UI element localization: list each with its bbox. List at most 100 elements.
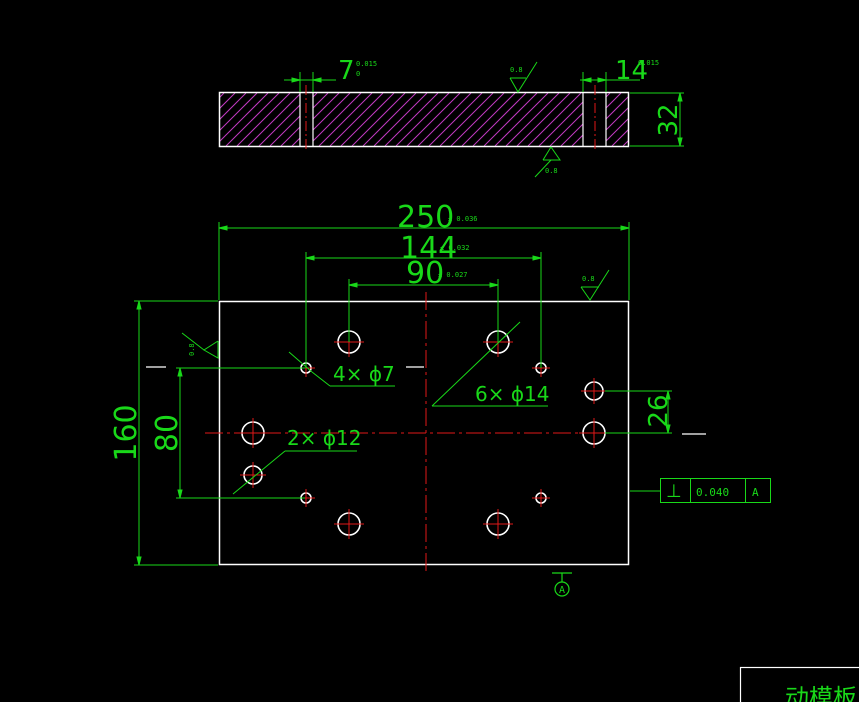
hatch-line bbox=[340, 93, 395, 146]
hatch-line bbox=[253, 93, 306, 146]
hatch-line bbox=[417, 93, 472, 146]
dim-32-value: 32 bbox=[654, 103, 684, 136]
hatch-region bbox=[253, 93, 583, 146]
roughness-side-top-value: 0.8 bbox=[510, 66, 523, 74]
dim-7-tol-upper: 0.015 bbox=[356, 60, 377, 68]
dim-14-value: 14 bbox=[615, 56, 648, 86]
hatch-line bbox=[483, 93, 538, 146]
hole bbox=[334, 509, 364, 539]
hatch-line bbox=[450, 93, 505, 146]
hatch-line bbox=[258, 104, 300, 146]
hatch-line bbox=[318, 93, 373, 146]
hatch-line bbox=[280, 126, 300, 146]
hatch-line bbox=[549, 112, 583, 146]
dim-7-tol-lower: 0 bbox=[356, 70, 360, 78]
hatch-line bbox=[220, 93, 225, 98]
dim-144-value: 144 bbox=[400, 231, 457, 266]
hatch-line bbox=[395, 93, 450, 146]
dim-90-value: 90 bbox=[406, 256, 444, 291]
dim-7 bbox=[284, 72, 336, 92]
dim-250-value: 250 bbox=[397, 200, 454, 235]
hatch-line bbox=[325, 93, 378, 146]
roughness-symbol-side-bottom bbox=[534, 146, 561, 178]
plan-view: 250 ± 0.036 144 ± 0.032 90 ± 0.027 bbox=[109, 200, 771, 597]
dim-26 bbox=[605, 390, 672, 434]
hatch-line bbox=[347, 93, 400, 146]
hatch-line bbox=[160, 93, 213, 146]
hatch-line bbox=[236, 93, 291, 146]
roughness-plan-top-value: 0.8 bbox=[582, 275, 595, 283]
hatch-line bbox=[247, 93, 300, 146]
hatch-line bbox=[406, 93, 461, 146]
callout-2x12-text: 2× ϕ12 bbox=[287, 426, 361, 450]
section-hatching bbox=[160, 93, 628, 146]
roughness-symbol-side-top bbox=[509, 61, 538, 93]
dim-32 bbox=[630, 92, 684, 147]
hatch-line bbox=[313, 93, 362, 142]
hole bbox=[483, 509, 513, 539]
side-view: 7 0.015 0 14 0.015 32 0.8 bbox=[160, 56, 684, 178]
geometric-tolerance-frame bbox=[630, 478, 771, 503]
hatch-line bbox=[313, 93, 329, 109]
datum-label: A bbox=[559, 585, 565, 596]
hatch-line bbox=[373, 93, 428, 146]
dim-90 bbox=[348, 279, 499, 342]
hatch-line bbox=[571, 134, 583, 146]
hatch-line bbox=[527, 93, 582, 146]
perpendicularity-datum: A bbox=[752, 486, 759, 499]
hatch-line bbox=[303, 93, 356, 146]
hatch-line bbox=[362, 93, 417, 146]
hole bbox=[581, 378, 607, 404]
callout-4x7 bbox=[288, 351, 395, 387]
hatch-line bbox=[269, 115, 300, 146]
hatch-region bbox=[160, 93, 411, 146]
roughness-symbol-plan-left bbox=[181, 332, 219, 359]
callout-6x14 bbox=[431, 321, 548, 407]
roughness-symbol-plan-top bbox=[580, 269, 610, 301]
hatch-line bbox=[606, 96, 628, 120]
hole bbox=[532, 489, 550, 507]
hatch-line bbox=[329, 93, 384, 146]
dim-160-value: 160 bbox=[109, 404, 144, 461]
hatch-line bbox=[560, 123, 583, 146]
hatch-line bbox=[516, 93, 571, 146]
dim-14-tol: 0.015 bbox=[638, 59, 659, 67]
hatch-line bbox=[428, 93, 483, 146]
hatch-line bbox=[606, 107, 628, 131]
dim-14 bbox=[580, 72, 640, 92]
perpendicularity-value: 0.040 bbox=[696, 486, 729, 499]
hatch-line bbox=[351, 93, 406, 146]
hatch-line bbox=[505, 93, 560, 146]
datum-symbol bbox=[552, 572, 572, 597]
dim-250-tol: ± 0.036 bbox=[448, 215, 478, 223]
hatch-line bbox=[384, 93, 439, 146]
dim-250 bbox=[218, 222, 630, 300]
dim-80-value: 80 bbox=[150, 414, 185, 452]
title-block-frame bbox=[739, 666, 859, 702]
hatch-line bbox=[220, 93, 269, 142]
hatch-line bbox=[313, 93, 351, 131]
dim-90-tol: ± 0.027 bbox=[438, 271, 468, 279]
callout-2x12 bbox=[232, 450, 357, 495]
dim-144 bbox=[305, 252, 542, 368]
hatch-line bbox=[611, 129, 628, 146]
hatch-line bbox=[494, 93, 549, 146]
hatch-line bbox=[606, 118, 628, 142]
roughness-plan-left-value: 0.8 bbox=[188, 343, 196, 356]
hatch-line bbox=[313, 93, 318, 98]
hatch-line bbox=[220, 93, 258, 131]
hatch-line bbox=[606, 93, 622, 109]
hatch-line bbox=[461, 93, 516, 146]
hatch-line bbox=[314, 93, 367, 146]
hole bbox=[240, 462, 266, 488]
dim-80 bbox=[176, 367, 305, 499]
hatch-line bbox=[220, 93, 247, 120]
hatch-line bbox=[439, 93, 494, 146]
callout-4x7-text: 4× ϕ7 bbox=[333, 362, 395, 386]
hatch-line bbox=[220, 93, 236, 109]
hatch-region bbox=[606, 93, 628, 146]
hatch-line bbox=[472, 93, 527, 146]
dim-26-value: 26 bbox=[644, 394, 674, 427]
hatch-line bbox=[358, 93, 411, 146]
